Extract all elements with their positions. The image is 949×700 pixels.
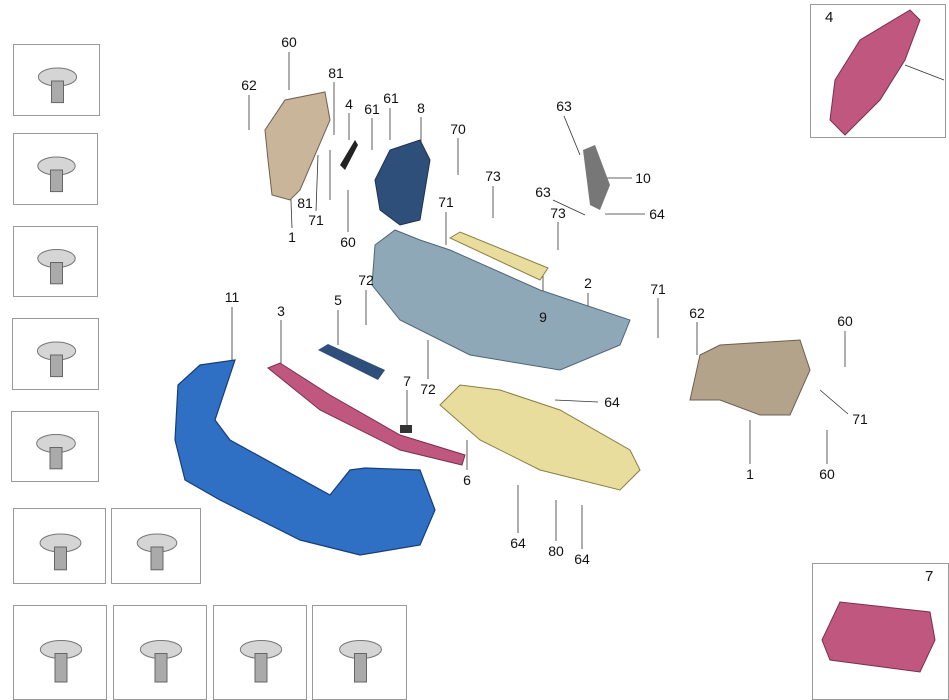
callout-73: 73 [550, 205, 566, 221]
callout-71: 71 [308, 212, 324, 228]
callout-64: 64 [510, 535, 526, 551]
bumper-cover [174, 359, 436, 556]
inset-tow-cover [821, 601, 936, 673]
callout-61: 61 [364, 101, 380, 117]
bumper-support [371, 229, 631, 371]
callout-60: 60 [281, 34, 297, 50]
callout-73: 73 [485, 168, 501, 184]
corner-bracket-left [264, 91, 331, 201]
callout-11: 11 [224, 289, 240, 305]
callout-60: 60 [819, 466, 835, 482]
callout-63: 63 [535, 184, 551, 200]
callout-64: 64 [649, 206, 665, 222]
callout-62: 62 [241, 77, 257, 93]
fastener-box-60 [13, 44, 100, 116]
inset-number: 4 [825, 9, 834, 26]
fastener-box-81 [312, 605, 407, 700]
callout-6: 6 [463, 472, 471, 488]
callout-9: 9 [539, 309, 547, 325]
callout-5: 5 [334, 292, 342, 308]
callout-1: 1 [288, 229, 296, 245]
hex-flange-bolt-icon [37, 249, 76, 285]
callout-60: 60 [837, 313, 853, 329]
side-bracket [583, 145, 610, 210]
callout-81: 81 [328, 65, 344, 81]
callout-62: 62 [689, 305, 705, 321]
callout-8: 8 [417, 100, 425, 116]
cage-nut-icon [139, 640, 183, 683]
callout-72: 72 [420, 381, 436, 397]
inset-number: 7 [925, 568, 934, 585]
callout-4: 4 [345, 96, 353, 112]
reinforcement-strip [448, 231, 549, 281]
callout-71: 71 [852, 411, 868, 427]
callout-71: 71 [438, 194, 454, 210]
push-rivet-icon [136, 533, 178, 571]
u-nut-clip-icon [39, 640, 83, 683]
callout-63: 63 [556, 98, 572, 114]
fastener-box-72 [113, 605, 207, 700]
callout-10: 10 [635, 170, 651, 186]
callout-71: 71 [650, 281, 666, 297]
corner-bracket-right [689, 339, 811, 416]
fastener-box-70 [13, 508, 106, 584]
fastener-box-73 [213, 605, 307, 700]
trim-strip [267, 362, 466, 466]
fastener-box-64 [11, 411, 99, 482]
callout-61: 61 [383, 90, 399, 106]
hex-flange-bolt-icon [36, 341, 77, 378]
fastener-box-62 [13, 226, 98, 297]
callout-64: 64 [604, 394, 620, 410]
callout-3: 3 [277, 303, 285, 319]
hex-washer-bolt-icon [36, 434, 76, 470]
callout-7: 7 [403, 373, 411, 389]
fastener-box-71 [13, 605, 107, 700]
expansion-nut-icon [39, 533, 82, 571]
fastener-box-63 [12, 318, 99, 390]
inset-reflector [829, 9, 921, 136]
callout-1: 1 [746, 466, 754, 482]
callout-72: 72 [358, 272, 374, 288]
center-bracket [374, 139, 431, 226]
under-cover [439, 384, 641, 491]
flange-nut-icon [239, 640, 283, 683]
torx-flat-screw-icon [37, 67, 78, 104]
inset-tow-hook-cover: 7 [812, 563, 949, 700]
license-bracket [318, 344, 385, 380]
grommet-icon [339, 640, 382, 683]
callout-60: 60 [340, 234, 356, 250]
fastener-box-61 [13, 133, 98, 205]
callout-70: 70 [450, 121, 466, 137]
tow-cover-small [400, 425, 412, 433]
inset-side-reflector: 4 [810, 4, 946, 138]
callout-64: 64 [574, 551, 590, 567]
reflector-small [340, 140, 358, 170]
fastener-box-80 [111, 508, 201, 584]
flange-tapping-screw-icon [37, 156, 76, 193]
callout-81: 81 [297, 195, 313, 211]
callout-2: 2 [584, 275, 592, 291]
callout-80: 80 [548, 543, 564, 559]
